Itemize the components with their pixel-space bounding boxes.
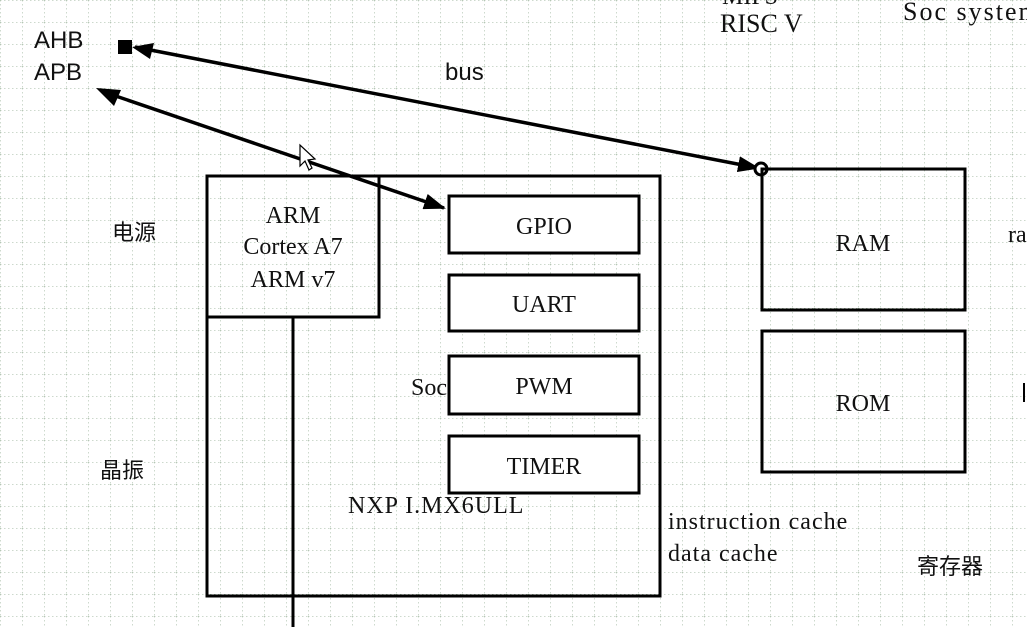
ahb-label: AHB (34, 27, 83, 54)
ahb-arrowhead (132, 43, 154, 59)
pwm-label: PWM (515, 374, 572, 400)
apb-label: APB (34, 59, 82, 86)
uart-box (447, 273, 641, 333)
uart-label: UART (512, 292, 576, 318)
instruction-cache-label: instruction cache (668, 509, 848, 535)
ra-cut-label: ra (1008, 222, 1027, 248)
power-label: 电源 (112, 221, 156, 246)
mouse-cursor-icon (299, 143, 317, 171)
bus-label: bus (445, 59, 484, 86)
soc-system-label: Soc system (903, 0, 1027, 26)
risc-v-label: RISC V (720, 9, 803, 38)
pwm-box (447, 354, 641, 416)
arm-core-line3: ARM v7 (251, 267, 336, 293)
ahb-ram-bus-arrow (134, 45, 760, 173)
data-cache-label: data cache (668, 541, 779, 567)
soc-partial-label: Soc (411, 375, 447, 401)
ram-label: RAM (836, 231, 891, 257)
timer-label: TIMER (507, 454, 582, 480)
gpio-label: GPIO (516, 214, 572, 240)
arm-core-line2: Cortex A7 (243, 234, 342, 260)
bus-endpoint-square (118, 40, 132, 54)
arm-core-line1: ARM (266, 203, 321, 229)
nxp-chip-label: NXP I.MX6ULL (348, 493, 524, 519)
gpio-box (447, 194, 641, 255)
apb-gpio-bus-arrow (103, 90, 446, 210)
rom-label: ROM (836, 391, 891, 417)
timer-box (447, 434, 641, 495)
ram-box (760, 167, 967, 312)
apb-arrowhead (96, 88, 121, 106)
mips-label-cut: MIPS (722, 0, 778, 10)
register-label: 寄存器 (917, 555, 983, 580)
rom-box (760, 329, 967, 474)
soc-chip-box (205, 174, 662, 598)
crystal-label: 晶振 (100, 459, 144, 484)
